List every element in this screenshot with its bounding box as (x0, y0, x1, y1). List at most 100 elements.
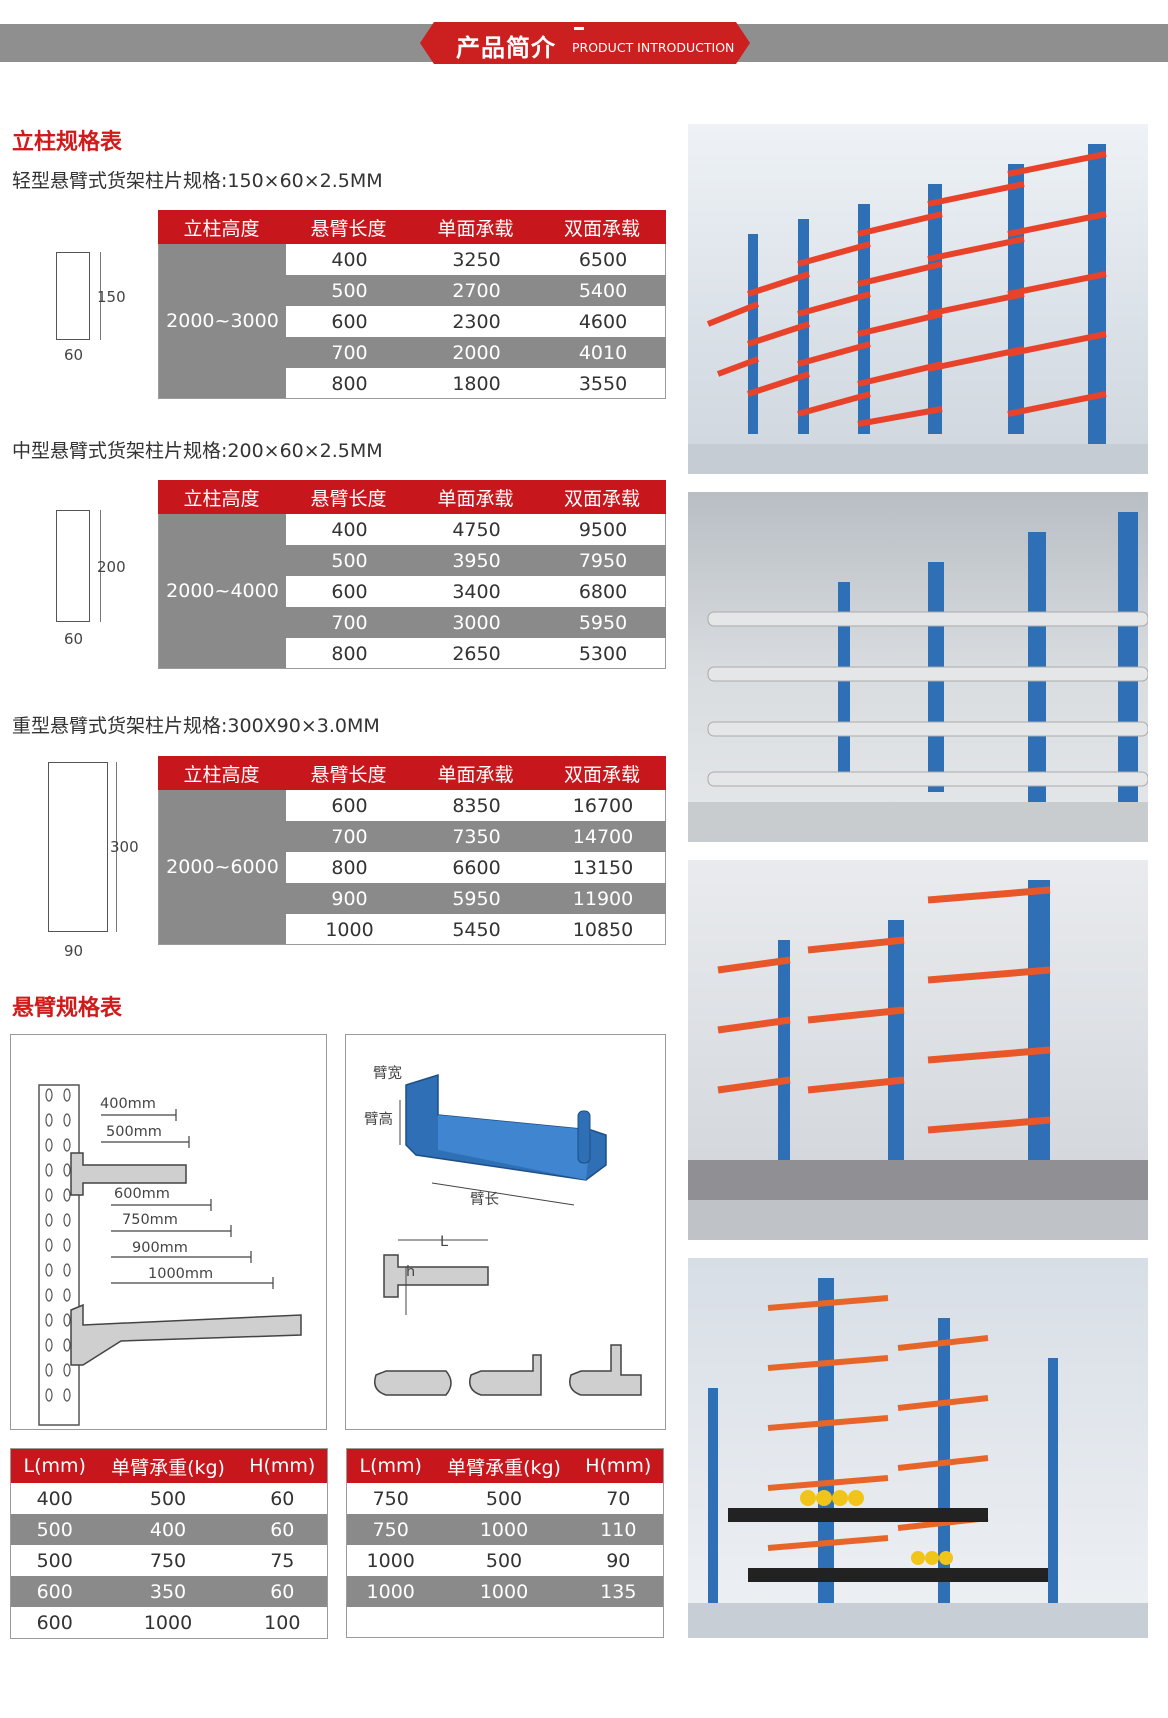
table-row: 500 750 75 (11, 1545, 327, 1576)
banner-red-tab (420, 22, 750, 64)
col-height: 立柱高度 (183, 217, 260, 240)
cell: 400 (331, 518, 368, 541)
table-row: 900 5950 11900 (286, 883, 666, 914)
upright-heading: 立柱规格表 (12, 130, 123, 155)
cell: 600 (331, 794, 368, 817)
rack-illustration (688, 144, 1148, 474)
spec-light: 轻型悬臂式货架柱片规格:150×60×2.5MM (12, 170, 383, 192)
col-double-load: 双面承载 (563, 763, 640, 786)
photo-blue-pipe-rack (688, 492, 1148, 842)
cell: 500 (36, 1518, 73, 1541)
dim-width: 60 (64, 630, 84, 648)
cell: 800 (331, 372, 368, 395)
cell: 900 (331, 887, 368, 910)
dim-line (100, 252, 101, 340)
cell: 5950 (452, 887, 501, 910)
col-height: 立柱高度 (183, 487, 260, 510)
cell: 350 (149, 1580, 187, 1603)
cell: 3950 (452, 549, 501, 572)
photo-yellow-pipe-rack (688, 1258, 1148, 1638)
dim-height: 200 (97, 558, 126, 576)
rack-illustration (688, 512, 1148, 842)
cell: 6800 (578, 580, 628, 603)
arm-L-label: L (440, 1234, 449, 1250)
cell: 100 (264, 1611, 301, 1634)
col-single-load: 单面承载 (437, 487, 514, 510)
cell: 500 (331, 549, 368, 572)
cell: 1000 (479, 1580, 529, 1603)
arm-length-svg (38, 1084, 302, 1426)
height-range: 2000~4000 (159, 514, 286, 668)
cell: 600 (331, 310, 368, 333)
cell: 10850 (572, 918, 634, 941)
cell: 70 (606, 1487, 631, 1510)
cell: 5300 (578, 642, 628, 665)
height-range: 2000~3000 (159, 244, 286, 398)
cell: 60 (270, 1580, 295, 1603)
arm-length-1000: 1000mm (148, 1266, 214, 1282)
cell: 9500 (578, 518, 628, 541)
height-range: 2000~6000 (159, 790, 286, 944)
table-header: 立柱高度 悬臂长度 单面承载 双面承载 (158, 756, 666, 790)
arm-length-diagram (10, 1034, 327, 1430)
col-arm-length: 悬臂长度 (310, 217, 387, 240)
col-arm-length: 悬臂长度 (310, 487, 387, 510)
col-length: L(mm) (359, 1455, 422, 1477)
cell: 500 (485, 1549, 523, 1572)
cell: 700 (331, 611, 368, 634)
cell: 5950 (578, 611, 628, 634)
col-double-load: 双面承载 (563, 487, 640, 510)
spec-heavy: 重型悬臂式货架柱片规格:300X90×3.0MM (12, 715, 380, 737)
cell: 400 (36, 1487, 73, 1510)
banner-subtitle: PRODUCT INTRODUCTION (572, 40, 735, 55)
cell: 3550 (578, 372, 628, 395)
arm-length-label: 臂长 (470, 1192, 499, 1208)
cell: 500 (36, 1549, 73, 1572)
cell: 2650 (452, 642, 501, 665)
banner-title: 产品简介 (456, 34, 556, 62)
arm-length-500: 500mm (106, 1124, 162, 1140)
cell: 75 (270, 1549, 295, 1572)
profile-drawing-medium (56, 510, 90, 622)
profile-drawing-heavy (48, 762, 108, 932)
cell: 90 (606, 1549, 631, 1572)
cell: 400 (331, 248, 368, 271)
table-row: 750 500 70 (347, 1483, 663, 1514)
cell: 800 (331, 856, 368, 879)
cell: 500 (485, 1487, 523, 1510)
cell: 500 (331, 279, 368, 302)
col-double-load: 双面承载 (563, 217, 640, 240)
cell: 1000 (366, 1549, 415, 1572)
table-header: 立柱高度 悬臂长度 单面承载 双面承载 (158, 210, 666, 244)
cell: 500 (149, 1487, 187, 1510)
cell: 11900 (572, 887, 634, 910)
cell: 7950 (578, 549, 628, 572)
cell: 750 (372, 1487, 409, 1510)
col-h: H(mm) (585, 1455, 652, 1477)
spec-medium: 中型悬臂式货架柱片规格:200×60×2.5MM (12, 440, 383, 462)
cell: 750 (149, 1549, 187, 1572)
col-single-load: 单面承载 (437, 217, 514, 240)
arm-detail-diagram (345, 1034, 666, 1430)
dim-height: 150 (97, 288, 126, 306)
photo-red-blue-rack (688, 124, 1148, 474)
dim-line (100, 510, 101, 622)
cell: 60 (270, 1518, 295, 1541)
dim-width: 60 (64, 346, 84, 364)
